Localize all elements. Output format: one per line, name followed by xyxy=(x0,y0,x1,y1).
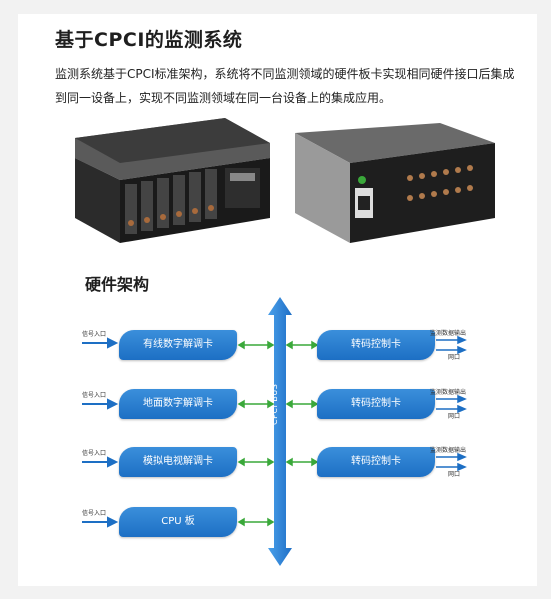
output-label: 监测数据输出 xyxy=(430,330,467,337)
device-rear-photo xyxy=(290,118,500,246)
card-transcode-control: 转码控制卡 xyxy=(317,330,435,360)
page-description: 监测系统基于CPCI标准架构，系统将不同监测领域的硬件板卡实现相同硬件接口后集成… xyxy=(55,67,515,105)
output-label: 网口 xyxy=(448,354,461,361)
card-transcode-control: 转码控制卡 xyxy=(317,447,435,477)
card-terrestrial-digital-demod: 地面数字解调卡 xyxy=(119,389,237,419)
output-label: 监测数据输出 xyxy=(430,447,467,454)
input-label: 信号入口 xyxy=(82,392,107,399)
page-title: 基于CPCI的监测系统 xyxy=(55,29,243,51)
output-label: 网口 xyxy=(448,413,461,420)
card-analog-tv-demod: 模拟电视解调卡 xyxy=(119,447,237,477)
output-label: 监测数据输出 xyxy=(430,389,467,396)
section-title: 硬件架构 xyxy=(85,275,150,294)
bus-label: CPCI BUS xyxy=(270,383,279,425)
card-cpu-board: CPU 板 xyxy=(119,507,237,537)
device-front-photo xyxy=(55,118,275,246)
card-wired-digital-demod: 有线数字解调卡 xyxy=(119,330,237,360)
output-label: 网口 xyxy=(448,471,461,478)
input-label: 信号入口 xyxy=(82,450,107,457)
input-label: 信号入口 xyxy=(82,510,107,517)
input-label: 信号入口 xyxy=(82,331,107,338)
card-transcode-control: 转码控制卡 xyxy=(317,389,435,419)
